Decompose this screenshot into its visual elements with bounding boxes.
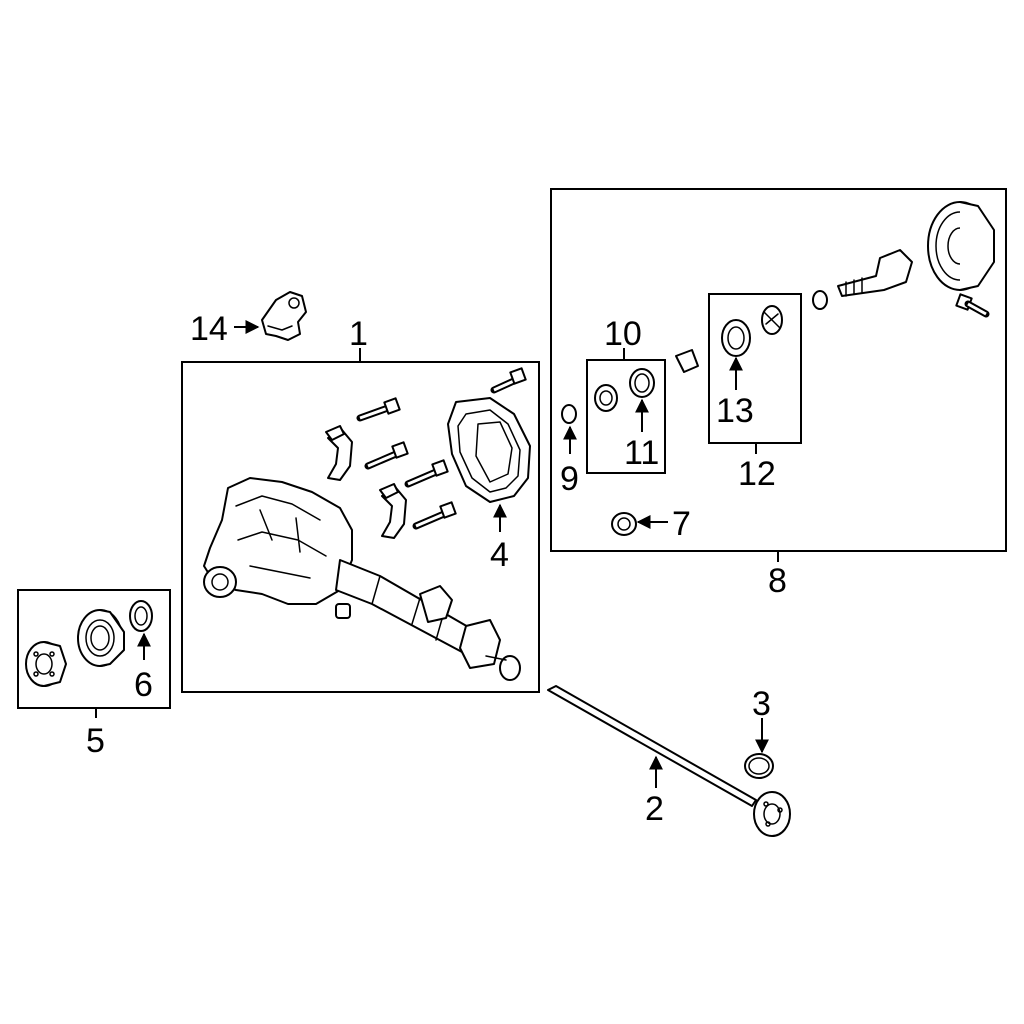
bolt [364,441,409,470]
housing-bolts [356,367,527,530]
callout-6: 6 [134,666,153,704]
bearing-group-box [17,589,171,709]
carrier-bearing-race [629,368,655,398]
sensor-part [261,291,307,341]
callout-5: 5 [86,722,105,760]
axle-seal-part [129,600,153,632]
callout-11: 11 [624,434,659,472]
drive-pinion-part [837,249,913,297]
bolt [356,397,401,422]
callout-10: 10 [604,315,642,353]
axle-shaft-part [547,685,791,837]
carrier-bearing-cone [594,384,618,412]
callout-13: 13 [716,392,754,430]
callout-12: 12 [738,455,776,493]
bolt [412,501,457,530]
carrier-shim [561,404,577,424]
wheel-bearing-part [77,609,125,667]
wheel-flange-part [25,641,67,687]
pinion-seal [611,512,637,536]
ring-gear-part [927,201,995,291]
pinion-bearing-cone [761,305,783,335]
bolt [404,459,449,488]
callout-8: 8 [768,562,787,600]
callout-1: 1 [349,315,368,353]
carrier-bearing-box [586,359,666,474]
callout-4: 4 [490,536,509,574]
bearing-cap-upper [325,425,353,481]
cover-gasket-part [447,397,531,503]
callout-2: 2 [645,790,664,828]
callout-3: 3 [752,685,771,723]
crush-sleeve [675,349,699,373]
o-ring-part [744,753,774,779]
callout-9: 9 [560,460,579,498]
axle-housing-part [203,477,521,681]
ring-gear-bolt [955,293,990,318]
pinion-bearing-race [721,319,751,357]
pinion-shim [812,290,828,310]
callout-7: 7 [672,505,691,543]
bolt [490,367,527,394]
bearing-cap-lower [379,483,407,539]
callout-14: 14 [190,310,228,348]
